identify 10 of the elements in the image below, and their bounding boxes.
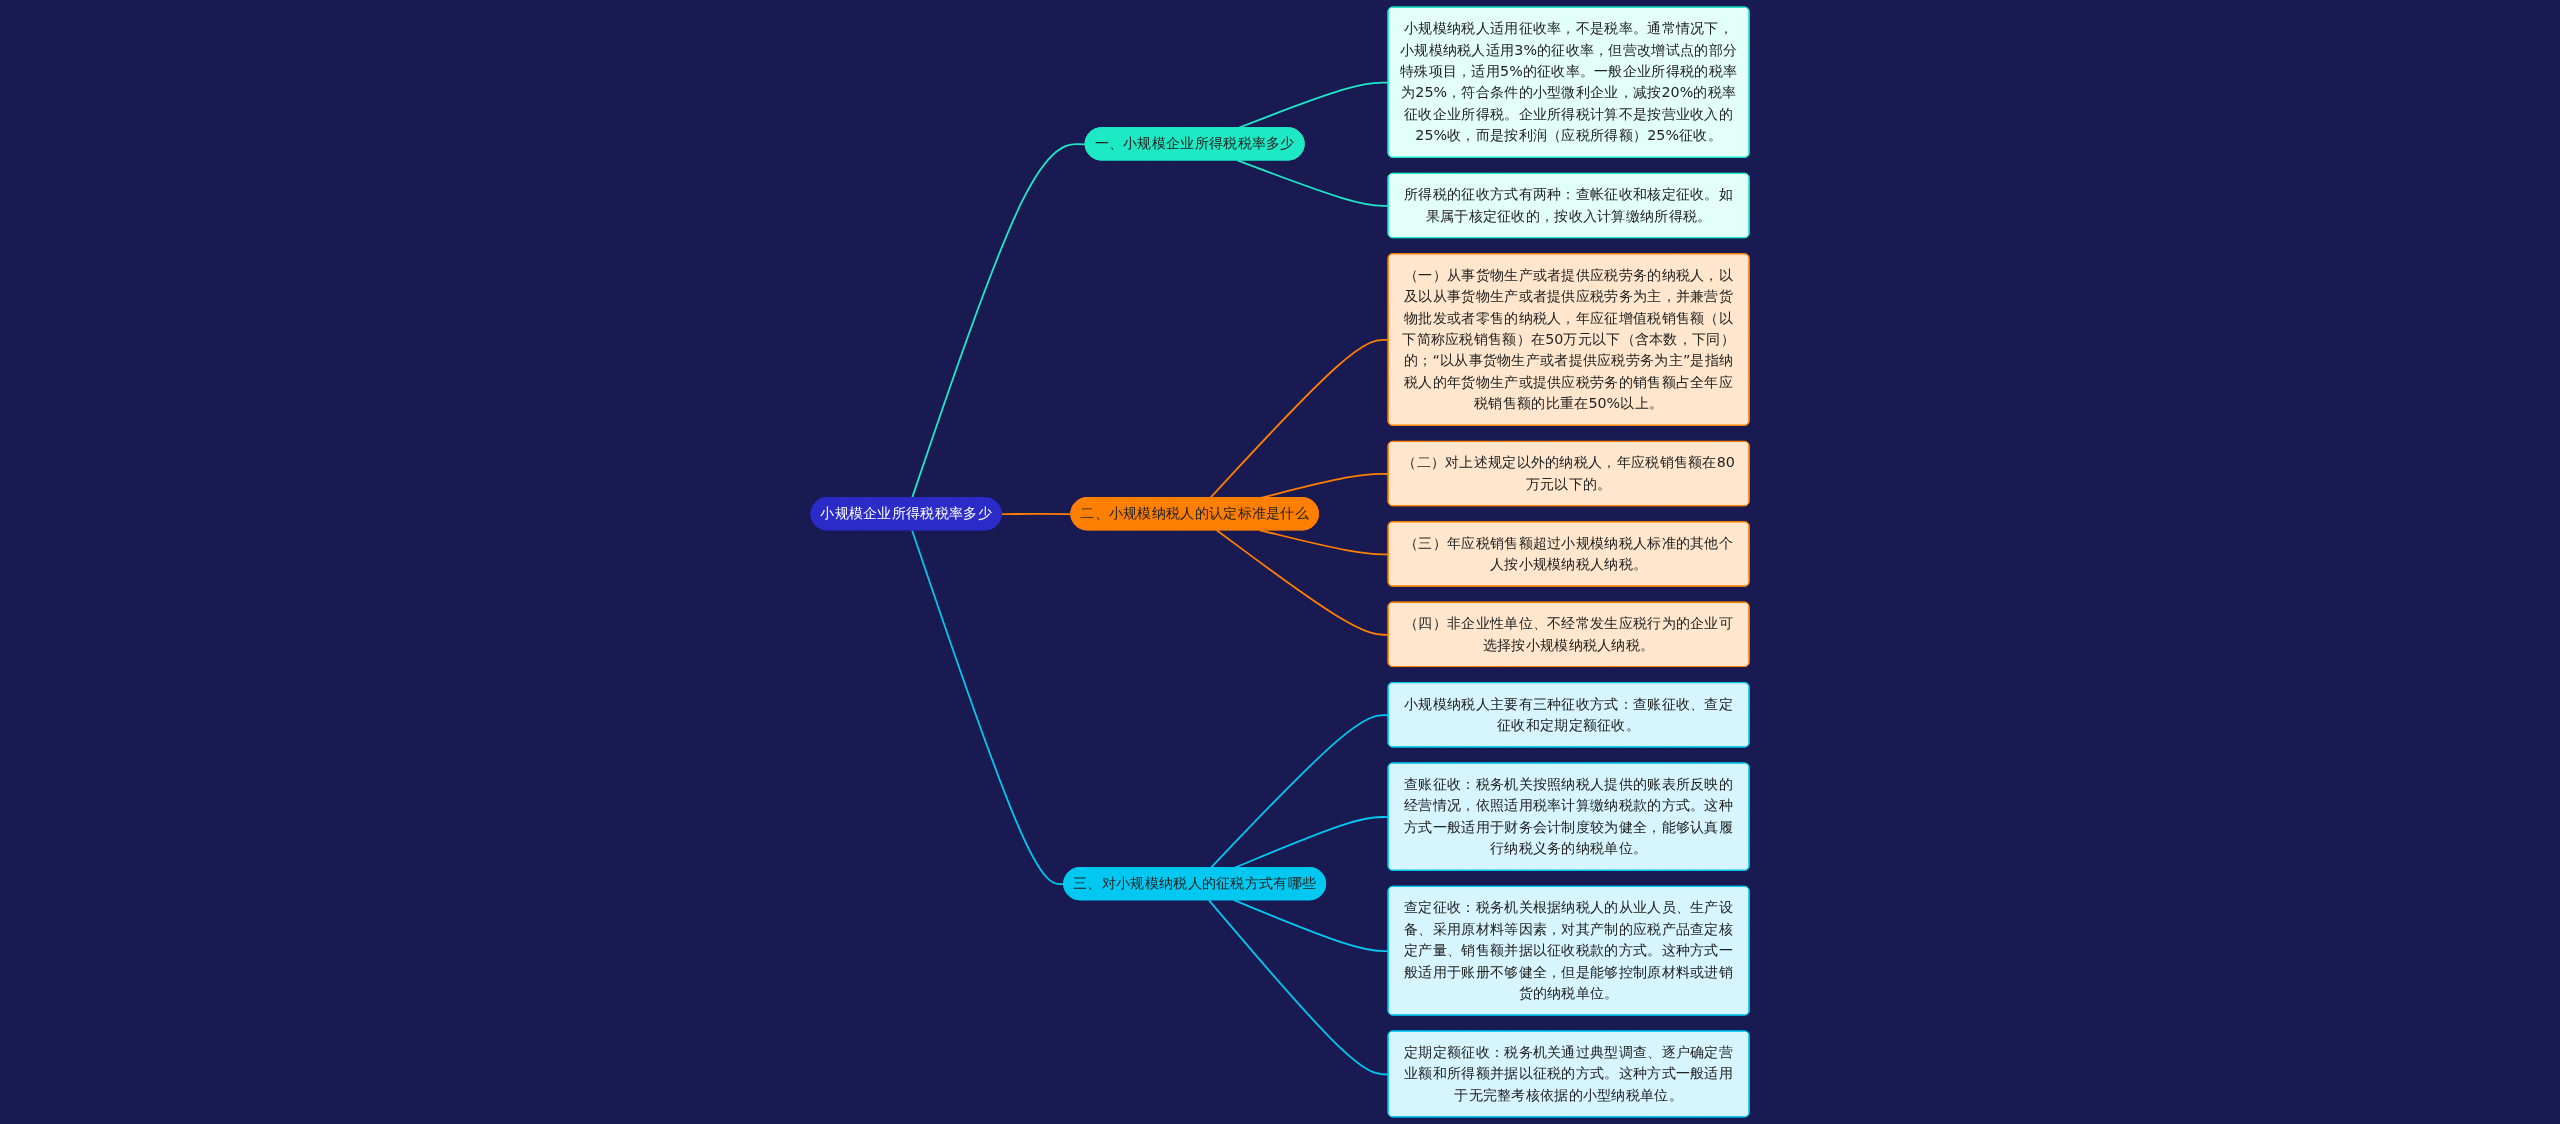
connector: [911, 529, 1066, 885]
connector: [911, 143, 1087, 499]
connector: [1236, 159, 1390, 207]
connector: [1000, 513, 1073, 516]
connector: [1209, 339, 1390, 499]
connector: [1233, 899, 1390, 952]
connector: [1215, 529, 1390, 636]
connector: [1207, 899, 1390, 1076]
connector: [1209, 714, 1390, 869]
connector: [1259, 529, 1390, 556]
